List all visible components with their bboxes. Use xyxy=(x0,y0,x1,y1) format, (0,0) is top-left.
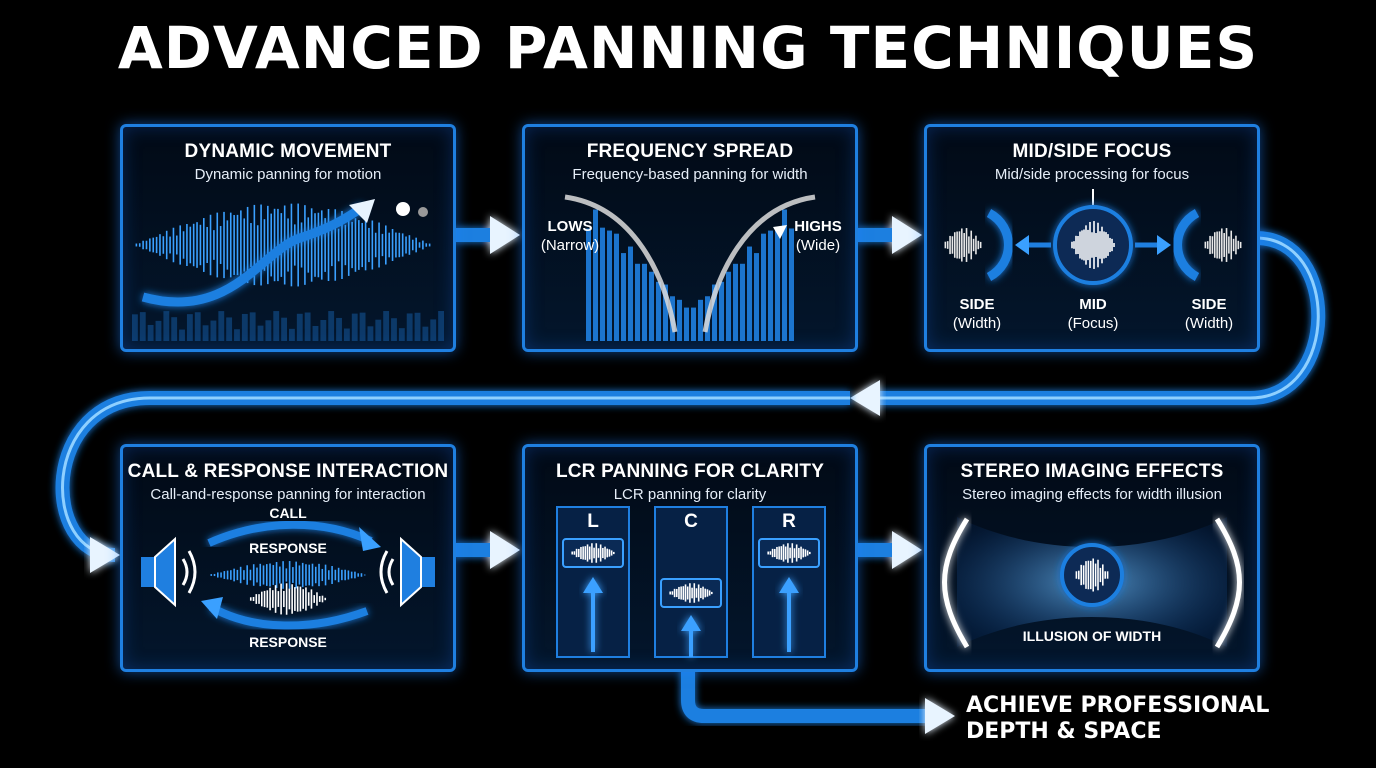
side-left-label: SIDE(Width) xyxy=(952,296,1002,332)
waveform-icon xyxy=(1204,228,1242,262)
arrow-2-3 xyxy=(856,216,922,254)
panel-stereo-imaging: STEREO IMAGING EFFECTS Stereo imaging ef… xyxy=(924,444,1260,672)
center-circle xyxy=(1060,543,1124,607)
finale-text: ACHIEVE PROFESSIONAL DEPTH & SPACE xyxy=(966,693,1270,744)
panel-subtitle: Mid/side processing for focus xyxy=(994,166,1190,183)
side-arc-right xyxy=(1173,209,1200,281)
wave-box-center xyxy=(660,578,722,608)
panel-title: LCR PANNING FOR CLARITY xyxy=(555,461,825,482)
motion-dot xyxy=(396,202,410,216)
panel-subtitle: LCR panning for clarity xyxy=(613,486,767,503)
waveform-icon xyxy=(135,203,431,287)
panel-title: MID/SIDE FOCUS xyxy=(1012,141,1172,162)
arrow-5-6 xyxy=(856,531,922,569)
channel-center-label: C xyxy=(684,511,698,532)
arrow-4-5 xyxy=(454,531,520,569)
call-response-graphic xyxy=(141,520,435,630)
waveform-icon xyxy=(944,228,982,262)
side-arc-left xyxy=(986,209,1013,281)
mid-circle xyxy=(1053,205,1133,285)
up-arrow-icon xyxy=(779,577,799,652)
waveform-icon xyxy=(249,583,327,615)
wave-box-right xyxy=(758,538,820,568)
panel-subtitle: Stereo imaging effects for width illusio… xyxy=(962,486,1222,503)
response-label-top: RESPONSE xyxy=(249,540,327,556)
panel-subtitle: Dynamic panning for motion xyxy=(194,166,382,183)
finale-connector xyxy=(681,668,930,723)
channel-right-label: R xyxy=(782,511,796,532)
speaker-left-icon xyxy=(141,536,197,608)
waveform-icon xyxy=(1071,221,1115,269)
arrow-right-icon xyxy=(1157,235,1171,255)
loop-arrowhead-right xyxy=(90,537,120,573)
mid-side-graphic xyxy=(944,189,1242,285)
illusion-label: ILLUSION OF WIDTH xyxy=(1022,628,1162,644)
loop-arrowhead-left xyxy=(850,380,880,416)
motion-arrow xyxy=(141,203,366,307)
waveform-icon xyxy=(1075,558,1109,592)
lcr-graphic xyxy=(556,506,826,658)
frequency-bars xyxy=(586,209,794,341)
wide-curve xyxy=(702,194,816,333)
up-arrow-icon xyxy=(681,615,701,657)
motion-waveform-graphic xyxy=(132,199,444,341)
highs-arrowhead xyxy=(773,225,787,239)
call-label: CALL xyxy=(269,505,307,521)
waveform-icon xyxy=(767,543,811,563)
arrow-1-2 xyxy=(454,216,520,254)
response-arrow xyxy=(209,603,369,630)
panel-title: CALL & RESPONSE INTERACTION xyxy=(127,461,449,482)
side-right-label: SIDE(Width) xyxy=(1184,296,1234,332)
highs-label: HIGHS(Wide) xyxy=(794,218,842,254)
response-label-bottom: RESPONSE xyxy=(249,634,327,650)
panel-lcr-panning: LCR PANNING FOR CLARITY LCR panning for … xyxy=(522,444,858,672)
panel-dynamic-movement: DYNAMIC MOVEMENT Dynamic panning for mot… xyxy=(120,124,456,352)
narrow-curve xyxy=(564,194,678,333)
stereo-width-graphic xyxy=(942,517,1242,649)
panel-title: STEREO IMAGING EFFECTS xyxy=(960,461,1224,482)
arrow-left-icon xyxy=(1015,235,1029,255)
page-title: ADVANCED PANNING TECHNIQUES xyxy=(117,14,1259,82)
panel-title: DYNAMIC MOVEMENT xyxy=(184,141,392,162)
call-arrow xyxy=(207,520,373,547)
waveform-icon xyxy=(669,583,713,603)
equalizer-bars xyxy=(132,311,444,341)
panel-frequency-spread: FREQUENCY SPREAD Frequency-based panning… xyxy=(522,124,858,352)
motion-dot xyxy=(418,207,428,217)
mid-label: MID(Focus) xyxy=(1067,296,1119,332)
panel-call-response: CALL & RESPONSE INTERACTION Call-and-res… xyxy=(120,444,456,672)
frequency-graphic xyxy=(564,194,816,341)
waveform-icon xyxy=(210,561,366,589)
wave-box-left xyxy=(562,538,624,568)
waveform-icon xyxy=(571,543,615,563)
channel-left-label: L xyxy=(587,511,599,532)
panel-subtitle: Call-and-response panning for interactio… xyxy=(150,486,426,503)
speaker-right-icon xyxy=(379,536,435,608)
up-arrow-icon xyxy=(583,577,603,652)
lows-label: LOWS(Narrow) xyxy=(540,218,600,254)
finale-arrowhead xyxy=(925,698,955,734)
panel-title: FREQUENCY SPREAD xyxy=(586,141,794,162)
panel-subtitle: Frequency-based panning for width xyxy=(572,166,808,183)
panel-mid-side-focus: MID/SIDE FOCUS Mid/side processing for f… xyxy=(924,124,1260,352)
